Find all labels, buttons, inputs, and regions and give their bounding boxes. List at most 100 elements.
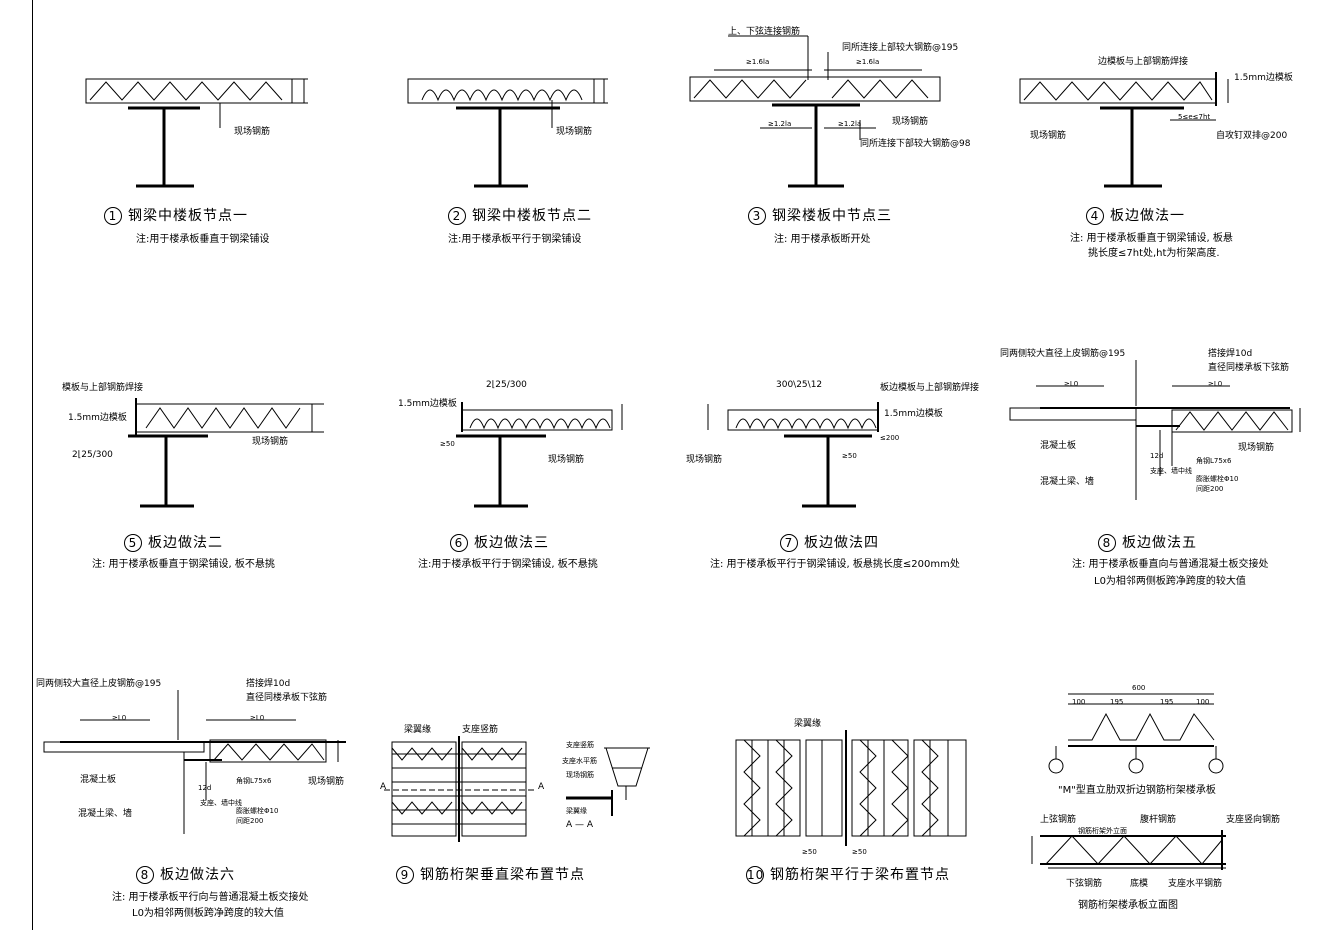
detail-10-label-a: 梁翼缘 xyxy=(794,719,822,729)
detail-8a-label-k: 角钢L75x6 xyxy=(1196,457,1232,465)
detail-10-label-c: ≥50 xyxy=(852,848,867,856)
detail-8b-note-line2: L0为相邻两侧板跨净跨度的较大值 xyxy=(132,908,284,919)
detail-8a-label-i: 12d xyxy=(1150,452,1164,460)
elevation-label-facade: 钢筋桁架外立面 xyxy=(1078,827,1127,835)
detail-6-label-a: 1.5mm边模板 xyxy=(398,399,457,409)
detail-8b-drawing xyxy=(43,690,346,834)
detail-8a-label-l: 膨胀螺栓Φ10 xyxy=(1196,475,1239,483)
detail-7-label-e: ≤200 xyxy=(880,434,900,442)
detail-3-label-h: 同所连接下部较大钢筋@98 xyxy=(860,139,971,149)
detail-7-label-c: 1.5mm边模板 xyxy=(884,409,943,419)
detail-8a-label-d: ≥L0 xyxy=(1064,380,1079,388)
detail-5-note: 注: 用于楼承板垂直于钢梁铺设, 板不悬挑 xyxy=(92,559,275,570)
detail-6-label-b: 2⌊25/300 xyxy=(486,380,527,390)
detail-3-number: 3 xyxy=(748,207,766,225)
detail-8a-caption: 8 板边做法五 xyxy=(1098,532,1197,552)
detail-3-label-d: ≥1.6la xyxy=(856,58,880,66)
profile-dim-total: 600 xyxy=(1132,684,1146,692)
elevation-label-top-chord: 上弦钢筋 xyxy=(1040,815,1077,825)
detail-7-label-b: 板边模板与上部钢筋焊接 xyxy=(880,383,980,393)
elevation-label-bottom-chord: 下弦钢筋 xyxy=(1066,879,1103,889)
detail-2-title: 钢梁中楼板节点二 xyxy=(472,208,592,224)
detail-5-label-b: 1.5mm边模板 xyxy=(68,413,127,423)
detail-1-number: 1 xyxy=(104,207,122,225)
detail-5-label-c: 现场钢筋 xyxy=(252,437,289,447)
elevation-label-support-horizontal: 支座水平钢筋 xyxy=(1168,879,1223,889)
detail-1-label: 现场钢筋 xyxy=(234,127,271,137)
elevation-title: 钢筋桁架楼承板立面图 xyxy=(1078,900,1178,911)
detail-5-drawing xyxy=(128,398,324,508)
detail-8b-label-k: 角钢L75x6 xyxy=(236,777,272,785)
detail-8a-label-b: 搭接焊10d xyxy=(1208,349,1253,359)
detail-6-label-d: 现场钢筋 xyxy=(548,455,585,465)
detail-9-label-i: 梁翼缘 xyxy=(566,807,587,815)
detail-8a-label-e: ≥L0 xyxy=(1208,380,1223,388)
detail-7-caption: 7 板边做法四 xyxy=(780,532,879,552)
detail-7-note: 注: 用于楼承板平行于钢梁铺设, 板悬挑长度≤200mm处 xyxy=(710,559,960,570)
detail-8a-label-m: 间距200 xyxy=(1196,485,1224,493)
detail-2-label: 现场钢筋 xyxy=(556,127,593,137)
detail-1-note: 注:用于楼承板垂直于钢梁铺设 xyxy=(136,234,270,245)
detail-8a-number: 8 xyxy=(1098,534,1116,552)
detail-8b-number: 8 xyxy=(136,866,154,884)
detail-4-title: 板边做法一 xyxy=(1110,208,1185,224)
profile-dim-c: 195 xyxy=(1160,698,1174,706)
detail-7-label-d: 现场钢筋 xyxy=(686,455,723,465)
detail-5-label-a: 模板与上部钢筋焊接 xyxy=(62,383,144,393)
profile-title: "M"型直立肋双折边钢筋桁架楼承板 xyxy=(1058,785,1216,796)
detail-4-label-b: 1.5mm边模板 xyxy=(1234,73,1293,83)
detail-6-drawing xyxy=(456,402,623,508)
detail-8b-label-b: 搭接焊10d xyxy=(246,679,291,689)
detail-3-label-f: ≥1.2la xyxy=(838,120,862,128)
detail-3-label-b: 同所连接上部较大钢筋@195 xyxy=(842,43,959,53)
detail-6-number: 6 xyxy=(450,534,468,552)
detail-9-number: 9 xyxy=(396,866,414,884)
detail-4-note-line2: 挑长度≤7ht处,ht为桁架高度. xyxy=(1088,248,1220,259)
detail-8b-label-d: ≥L0 xyxy=(112,714,127,722)
detail-7-drawing xyxy=(707,402,879,508)
detail-9-drawing xyxy=(384,736,650,842)
elevation-label-support-vertical: 支座竖向钢筋 xyxy=(1226,815,1281,825)
detail-5-title: 板边做法二 xyxy=(148,535,223,551)
detail-8a-label-c: 直径同楼承板下弦筋 xyxy=(1208,363,1290,373)
profile-dim-d: 100 xyxy=(1196,698,1210,706)
detail-8b-title: 板边做法六 xyxy=(160,867,235,883)
detail-3-note: 注: 用于楼承板断开处 xyxy=(774,234,871,245)
detail-10-number: 10 xyxy=(746,866,765,884)
detail-8b-note-line1: 注: 用于楼承板平行向与普通混凝土板交接处 xyxy=(112,892,309,903)
detail-8b-label-l: 膨胀螺栓Φ10 xyxy=(236,807,279,815)
detail-7-number: 7 xyxy=(780,534,798,552)
profile-dim-a: 100 xyxy=(1072,698,1086,706)
detail-9-label-c: A xyxy=(380,782,387,792)
detail-2-note: 注:用于楼承板平行于钢梁铺设 xyxy=(448,234,582,245)
detail-7-label-a: 300\25\12 xyxy=(776,380,823,390)
detail-4-note-line1: 注: 用于楼承板垂直于钢梁铺设, 板悬 xyxy=(1070,233,1233,244)
detail-8b-label-a: 同两侧较大直径上皮钢筋@195 xyxy=(36,679,162,689)
detail-9-title: 钢筋桁架垂直梁布置节点 xyxy=(420,867,585,883)
elevation-label-bottom-form: 底模 xyxy=(1130,879,1149,889)
detail-9-label-f: 支座竖筋 xyxy=(566,741,594,749)
detail-9-label-e: A — A xyxy=(566,820,594,830)
elevation-label-web: 腹杆钢筋 xyxy=(1140,815,1177,825)
detail-8b-label-i: 12d xyxy=(198,784,212,792)
detail-7-title: 板边做法四 xyxy=(804,535,879,551)
detail-9-caption: 9 钢筋桁架垂直梁布置节点 xyxy=(396,864,585,884)
detail-8a-title: 板边做法五 xyxy=(1122,535,1197,551)
detail-1-drawing xyxy=(85,78,308,188)
detail-8b-label-e: ≥L0 xyxy=(250,714,265,722)
panel-profile-drawing xyxy=(1048,693,1224,774)
detail-9-label-d: A xyxy=(538,782,545,792)
detail-4-label-d: 自攻钉双排@200 xyxy=(1216,131,1288,141)
detail-8a-note-line1: 注: 用于楼承板垂直向与普通混凝土板交接处 xyxy=(1072,559,1269,570)
detail-3-label-g: 现场钢筋 xyxy=(892,117,929,127)
detail-8a-drawing xyxy=(1009,360,1301,500)
elevation-drawing xyxy=(1031,830,1226,870)
detail-8a-label-j: 支座、墙中线 xyxy=(1150,467,1192,475)
detail-5-label-d: 2⌊25/300 xyxy=(72,450,113,460)
